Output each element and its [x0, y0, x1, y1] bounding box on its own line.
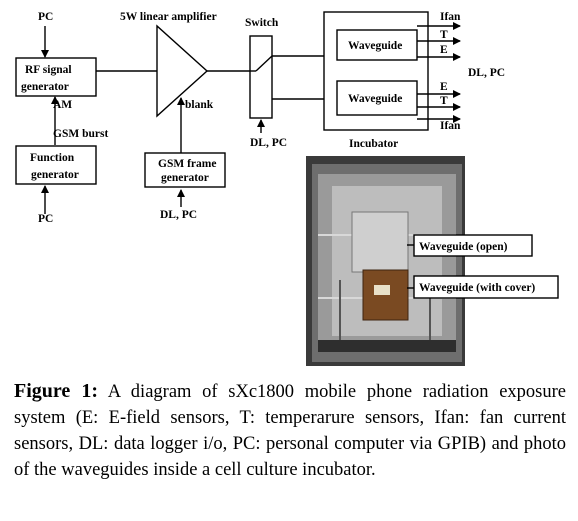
rf-generator-line2: generator: [21, 81, 69, 93]
dlpc-label-outputs: DL, PC: [468, 67, 505, 79]
exposure-system-diagram: PC RF signal generator AM GSM burst Func…: [15, 11, 559, 366]
function-generator-line2: generator: [31, 169, 79, 181]
pc-label-top: PC: [38, 11, 53, 23]
blank-label: blank: [185, 99, 214, 111]
waveguide-1-label: Waveguide: [348, 40, 402, 52]
rf-generator-line1: RF signal: [25, 64, 72, 76]
am-label: AM: [53, 99, 72, 111]
amplifier-triangle: [156, 24, 209, 118]
open-label-text: Waveguide (open): [419, 241, 508, 253]
switch-box: [249, 35, 273, 119]
cover-label-box: [413, 275, 559, 299]
figure-label: Figure 1:: [14, 380, 99, 402]
incubator-photo: [306, 156, 465, 366]
incubator-label: Incubator: [349, 138, 398, 150]
open-label-box: [413, 234, 533, 257]
open-waveguide-shape: [351, 211, 409, 273]
t-top-label: T: [440, 29, 448, 41]
cover-label-text: Waveguide (with cover): [419, 282, 535, 294]
waveguide-2-label: Waveguide: [348, 93, 402, 105]
photo-floor-rack: [318, 340, 456, 352]
waveguide-1-box: [336, 29, 418, 61]
t-bottom-label: T: [440, 95, 448, 107]
e-top-label: E: [440, 44, 448, 56]
waveguide-2-box: [336, 80, 418, 116]
dlpc-label-switch: DL, PC: [250, 137, 287, 149]
e-bottom-label: E: [440, 81, 448, 93]
covered-waveguide-label-patch: [374, 285, 390, 295]
pc-label-bottom: PC: [38, 213, 53, 225]
gsm-frame-generator-box: [144, 152, 226, 188]
figure-caption: Figure 1: A diagram of sXc1800 mobile ph…: [14, 378, 566, 483]
switch-label: Switch: [245, 17, 279, 29]
function-generator-box: [15, 145, 97, 185]
gsm-burst-label: GSM burst: [53, 128, 108, 140]
switch-blade: [255, 55, 273, 72]
function-generator-line1: Function: [30, 152, 75, 164]
gsm-frame-line2: generator: [161, 172, 209, 184]
amplifier-label: 5W linear amplifier: [120, 11, 217, 23]
caption-text: A diagram of sXc1800 mobile phone radiat…: [14, 382, 567, 480]
ifan-bottom-label: Ifan: [440, 120, 461, 132]
gsm-frame-line1: GSM frame: [158, 158, 216, 170]
dlpc-label-gsm: DL, PC: [160, 209, 197, 221]
ifan-top-label: Ifan: [440, 11, 461, 23]
